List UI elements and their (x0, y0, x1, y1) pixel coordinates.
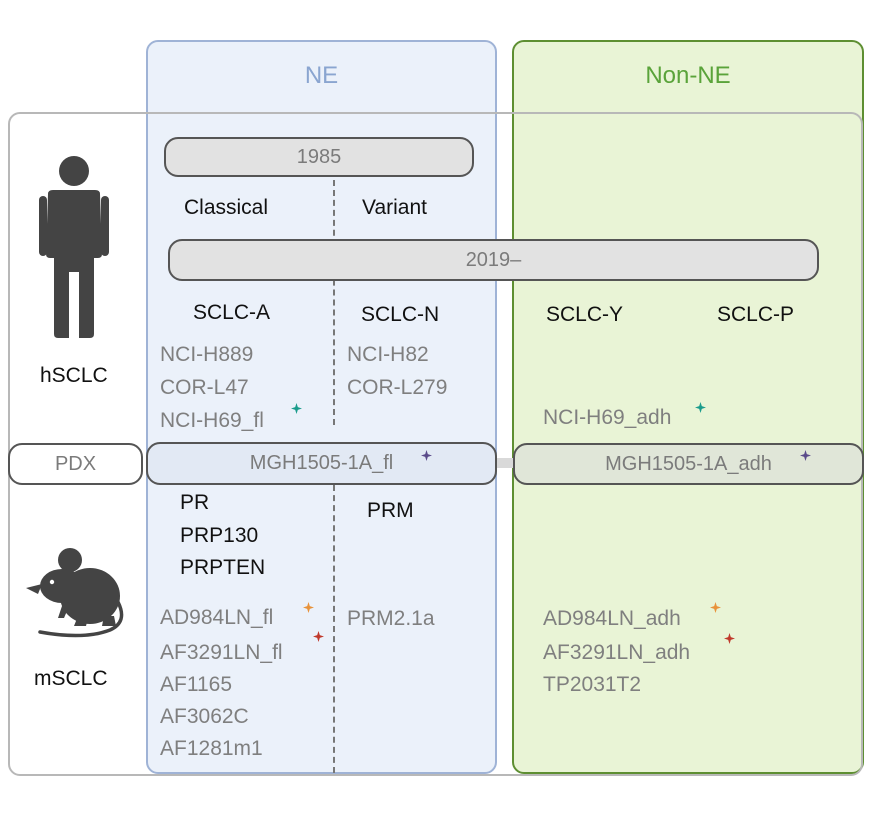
model-prpten: PRPTEN (180, 556, 266, 579)
cell-line-nci-h69-adh: NCI-H69_adh (543, 406, 672, 429)
red-star-icon (313, 631, 324, 642)
cell-line-cor-l47: COR-L47 (160, 376, 249, 399)
pdx-connector (497, 458, 513, 468)
pdx-non-ne-pill: MGH1505-1A_adh (513, 443, 864, 485)
era-1985-pill: 1985 (164, 137, 474, 177)
teal-star-icon (695, 402, 706, 413)
era-2019-pill: 2019– (168, 239, 819, 281)
ne-subtype-divider-top (333, 180, 335, 425)
pdx-label: PDX (8, 443, 143, 485)
variant-label: Variant (362, 196, 427, 219)
non-ne-header: Non-NE (645, 62, 731, 89)
orange-star-icon (710, 602, 721, 613)
sclc-y-label: SCLC-Y (546, 303, 624, 326)
ne-header: NE (304, 62, 339, 89)
orange-star-icon (303, 602, 314, 613)
model-rows-frame (8, 112, 863, 776)
red-star-icon (724, 633, 735, 644)
pdx-ne-pill: MGH1505-1A_fl (146, 442, 497, 485)
purple-star-icon (800, 450, 811, 461)
ne-subtype-divider-bottom (333, 485, 335, 773)
msclc-label: mSCLC (34, 667, 108, 690)
cell-line-af3291ln-fl: AF3291LN_fl (160, 641, 283, 664)
cell-line-af1165: AF1165 (160, 673, 232, 696)
cell-line-nci-h82: NCI-H82 (347, 343, 429, 366)
purple-star-icon (421, 450, 432, 461)
model-prm: PRM (367, 499, 414, 522)
classical-label: Classical (184, 196, 269, 219)
cell-line-prm2-1a: PRM2.1a (347, 607, 435, 630)
cell-line-nci-h889: NCI-H889 (160, 343, 254, 366)
mouse-icon (26, 548, 124, 638)
cell-line-tp2031t2: TP2031T2 (543, 673, 642, 696)
model-prp130: PRP130 (180, 524, 259, 547)
cell-line-af3062c: AF3062C (160, 705, 249, 728)
teal-star-icon (291, 403, 302, 414)
hsclc-label: hSCLC (40, 364, 108, 387)
sclc-a-label: SCLC-A (193, 301, 271, 324)
model-pr: PR (180, 491, 210, 514)
non-ne-column-panel (512, 40, 864, 774)
cell-line-af3291ln-adh: AF3291LN_adh (543, 641, 691, 664)
sclc-n-label: SCLC-N (361, 303, 440, 326)
sclc-p-label: SCLC-P (717, 303, 795, 326)
cell-line-ad984ln-fl: AD984LN_fl (160, 606, 274, 629)
cell-line-nci-h69-fl: NCI-H69_fl (160, 409, 264, 432)
human-icon (39, 156, 109, 338)
cell-line-cor-l279: COR-L279 (347, 376, 448, 399)
cell-line-af1281m1: AF1281m1 (160, 737, 263, 760)
cell-line-ad984ln-adh: AD984LN_adh (543, 607, 681, 630)
